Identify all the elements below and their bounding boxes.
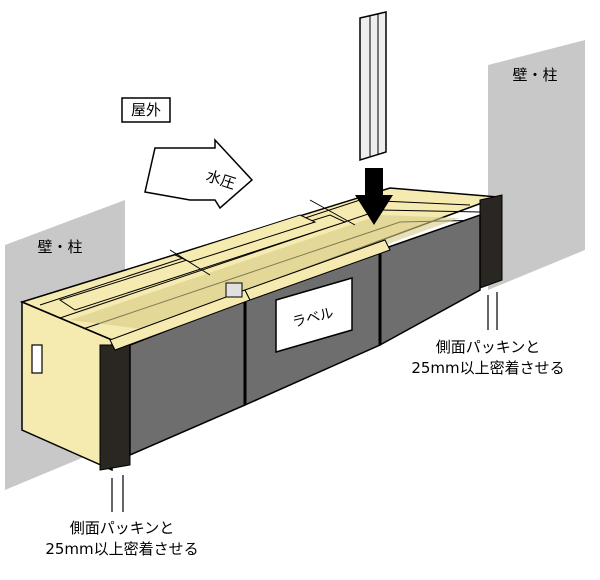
- barrier-left-end: [21, 300, 113, 472]
- note-left-line1: 側面パッキンと: [70, 519, 175, 537]
- outdoor-label-box: [121, 97, 171, 123]
- end-slot: [31, 344, 43, 374]
- water-pressure-arrow-icon: [144, 138, 254, 210]
- gap-indicator-left: [111, 475, 124, 512]
- note-left-line2: 25mm以上密着させる: [45, 540, 198, 558]
- side-gasket-right: [479, 194, 503, 289]
- wall-pillar-right: [488, 40, 585, 290]
- vertical-post: [359, 11, 387, 162]
- center-connector: [225, 282, 243, 298]
- note-right-line1: 側面パッキンと: [436, 338, 541, 356]
- insert-down-arrow-icon: [355, 168, 393, 225]
- outdoor-label: 屋外: [131, 101, 161, 119]
- label-panel: [275, 277, 353, 353]
- wall-pillar-left-label: 壁・柱: [37, 238, 82, 256]
- gap-indicator-right: [487, 292, 498, 330]
- note-right-line2: 25mm以上密着させる: [411, 359, 564, 377]
- side-gasket-left: [99, 344, 131, 471]
- wall-pillar-right-label: 壁・柱: [512, 66, 557, 84]
